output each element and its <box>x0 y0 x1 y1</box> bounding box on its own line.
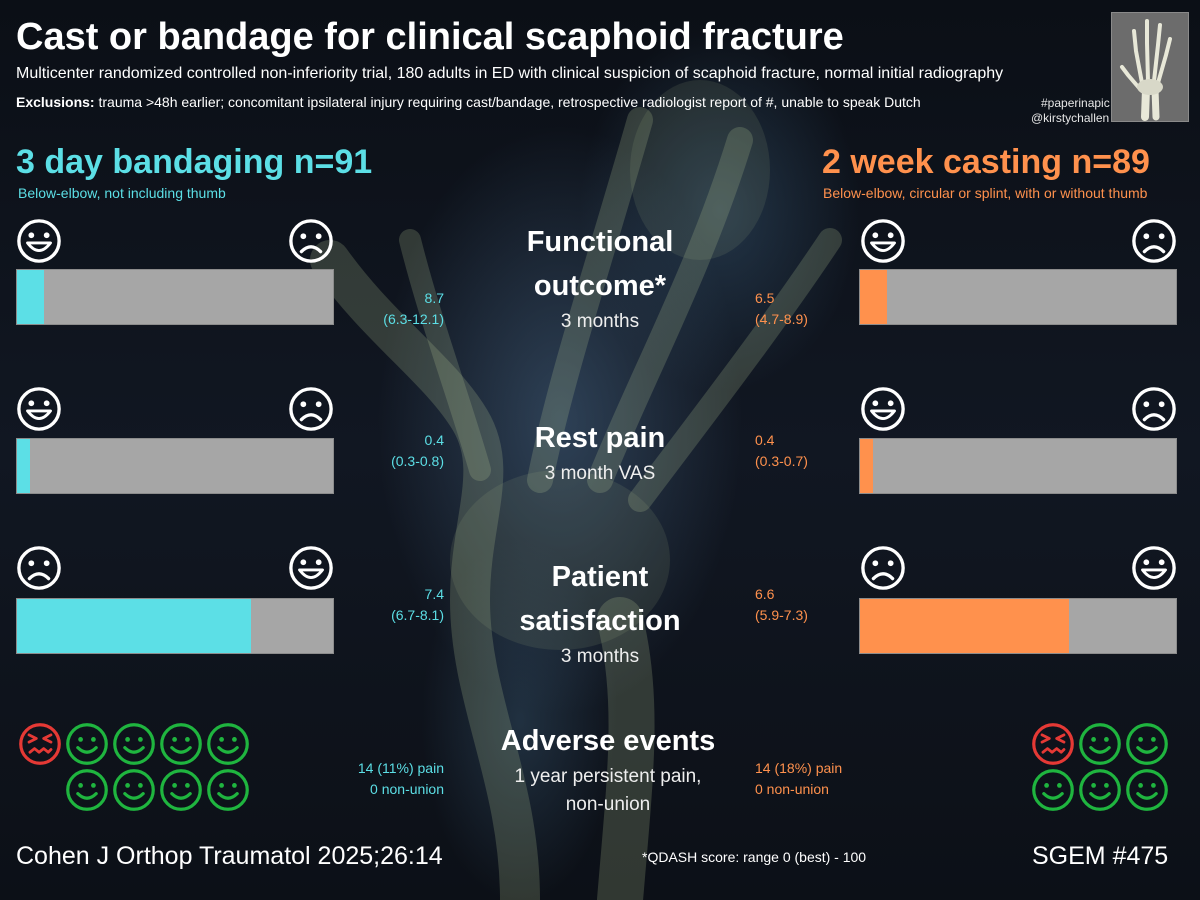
page-title: Cast or bandage for clinical scaphoid fr… <box>16 16 844 58</box>
happy-face-icon <box>1132 546 1176 590</box>
happy-face-icon <box>861 387 905 431</box>
page-subtitle: Multicenter randomized controlled non-in… <box>16 65 1004 82</box>
happy-face-icon <box>17 219 61 263</box>
bandage-rest-pain-value: 0.4(0.3-0.8) <box>391 432 444 469</box>
cast-arm-description: Below-elbow, circular or splint, with or… <box>823 185 1148 201</box>
sad-face-icon <box>861 546 905 590</box>
smiling-face-icon <box>66 769 108 811</box>
smiling-face-icon <box>113 723 155 765</box>
smiling-face-icon <box>207 723 249 765</box>
cast-satisfaction-value: 6.6(5.9-7.3) <box>755 586 808 623</box>
smiling-face-icon <box>1032 769 1074 811</box>
hand-xray-thumbnail <box>1111 12 1189 122</box>
happy-face-icon <box>861 219 905 263</box>
smiling-face-icon <box>160 723 202 765</box>
cast-functional-value: 6.5(4.7-8.9) <box>755 290 808 327</box>
sad-face-icon <box>1132 387 1176 431</box>
bandage-functional-value: 8.7(6.3-12.1) <box>383 290 444 327</box>
sad-face-icon <box>1132 219 1176 263</box>
cast-satisfaction-bar-fill <box>860 599 1069 653</box>
hand-xray-icon <box>1120 19 1172 121</box>
happy-face-icon <box>289 546 333 590</box>
cast-rest-pain-bar-fill <box>860 439 873 493</box>
bandage-satisfaction-value: 7.4(6.7-8.1) <box>391 586 444 623</box>
sad-face-icon <box>289 219 333 263</box>
smiling-face-icon <box>1126 769 1168 811</box>
sad-face-icon <box>289 387 333 431</box>
sgem-episode: SGEM #475 <box>1032 842 1169 870</box>
distressed-face-icon <box>1032 723 1074 765</box>
smiling-face-icon <box>207 769 249 811</box>
exclusions-text: trauma >48h earlier; concomitant ipsilat… <box>94 94 921 110</box>
happy-face-icon <box>17 387 61 431</box>
sad-face-icon <box>17 546 61 590</box>
bandage-rest-pain-bar <box>16 438 334 494</box>
bandage-satisfaction-bar-fill <box>17 599 251 653</box>
bandage-satisfaction-bar <box>16 598 334 654</box>
smiling-face-icon <box>160 769 202 811</box>
cast-rest-pain-value: 0.4(0.3-0.7) <box>755 432 808 469</box>
citation: Cohen J Orthop Traumatol 2025;26:14 <box>16 842 443 870</box>
exclusions-label: Exclusions: <box>16 94 95 110</box>
distressed-face-icon <box>19 723 61 765</box>
smiling-face-icon <box>1079 723 1121 765</box>
qdash-footnote: *QDASH score: range 0 (best) - 100 <box>642 849 867 865</box>
bandage-functional-bar-fill <box>17 270 45 324</box>
bandage-functional-bar <box>16 269 334 325</box>
smiling-face-icon <box>1079 769 1121 811</box>
bandage-rest-pain-bar-fill <box>17 439 30 493</box>
exclusions: Exclusions: trauma >48h earlier; concomi… <box>16 94 921 110</box>
cast-functional-bar <box>859 269 1177 325</box>
hashtag-label: #paperinapic <box>1041 96 1110 110</box>
smiling-face-icon <box>66 723 108 765</box>
cast-arm-title: 2 week casting n=89 <box>822 143 1150 181</box>
author-handle: @kirstychallen <box>1031 111 1110 125</box>
bandage-arm-title: 3 day bandaging n=91 <box>16 143 373 181</box>
smiling-face-icon <box>1126 723 1168 765</box>
smiling-face-icon <box>113 769 155 811</box>
rest-pain-label: Rest pain 3 month VAS <box>534 422 666 484</box>
cast-satisfaction-bar <box>859 598 1177 654</box>
adverse-events-label: Adverse events 1 year persistent pain, n… <box>500 725 716 815</box>
functional-outcome-label: Functional outcome* 3 months <box>526 226 674 332</box>
cast-rest-pain-bar <box>859 438 1177 494</box>
cast-functional-bar-fill <box>860 270 887 324</box>
patient-satisfaction-label: Patient satisfaction 3 months <box>519 561 681 667</box>
bandage-arm-description: Below-elbow, not including thumb <box>18 185 226 201</box>
